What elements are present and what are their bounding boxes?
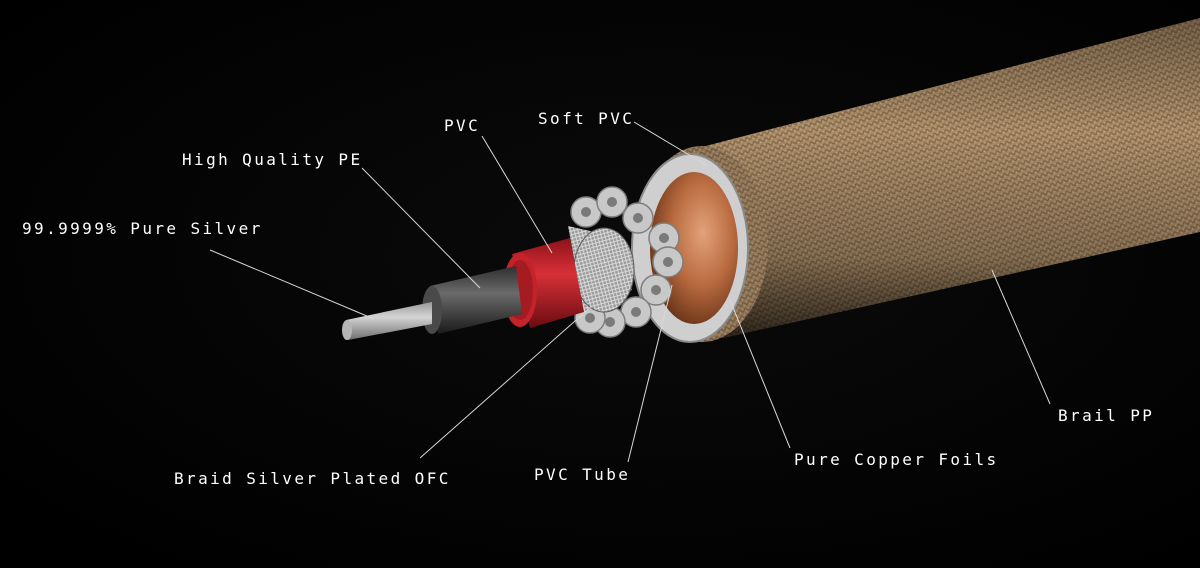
leader-braid-ofc — [419, 305, 593, 459]
leader-copper-foils — [729, 299, 791, 449]
label-high-quality-pe: High Quality PE — [182, 150, 363, 169]
leader-high-quality-pe — [361, 167, 481, 289]
leader-brail-pp — [991, 269, 1051, 405]
leader-lines — [209, 121, 1051, 463]
label-pvc-tube: PVC Tube — [534, 465, 631, 484]
silver-core — [342, 302, 432, 340]
leader-pure-silver — [209, 249, 375, 320]
label-pvc: PVC — [444, 116, 481, 135]
label-pure-copper-foils: Pure Copper Foils — [794, 450, 999, 469]
label-brail-pp: Brail PP — [1058, 406, 1155, 425]
label-soft-pvc: Soft PVC — [538, 109, 635, 128]
leader-soft-pvc — [633, 121, 707, 166]
leader-pvc — [481, 135, 553, 254]
label-braid-silver-plated-ofc: Braid Silver Plated OFC — [174, 469, 451, 488]
leader-pvc-tube — [627, 284, 673, 463]
label-pure-silver: 99.9999% Pure Silver — [22, 219, 263, 238]
pvc-tube-bundle — [570, 186, 684, 338]
braided-shield — [568, 226, 635, 313]
